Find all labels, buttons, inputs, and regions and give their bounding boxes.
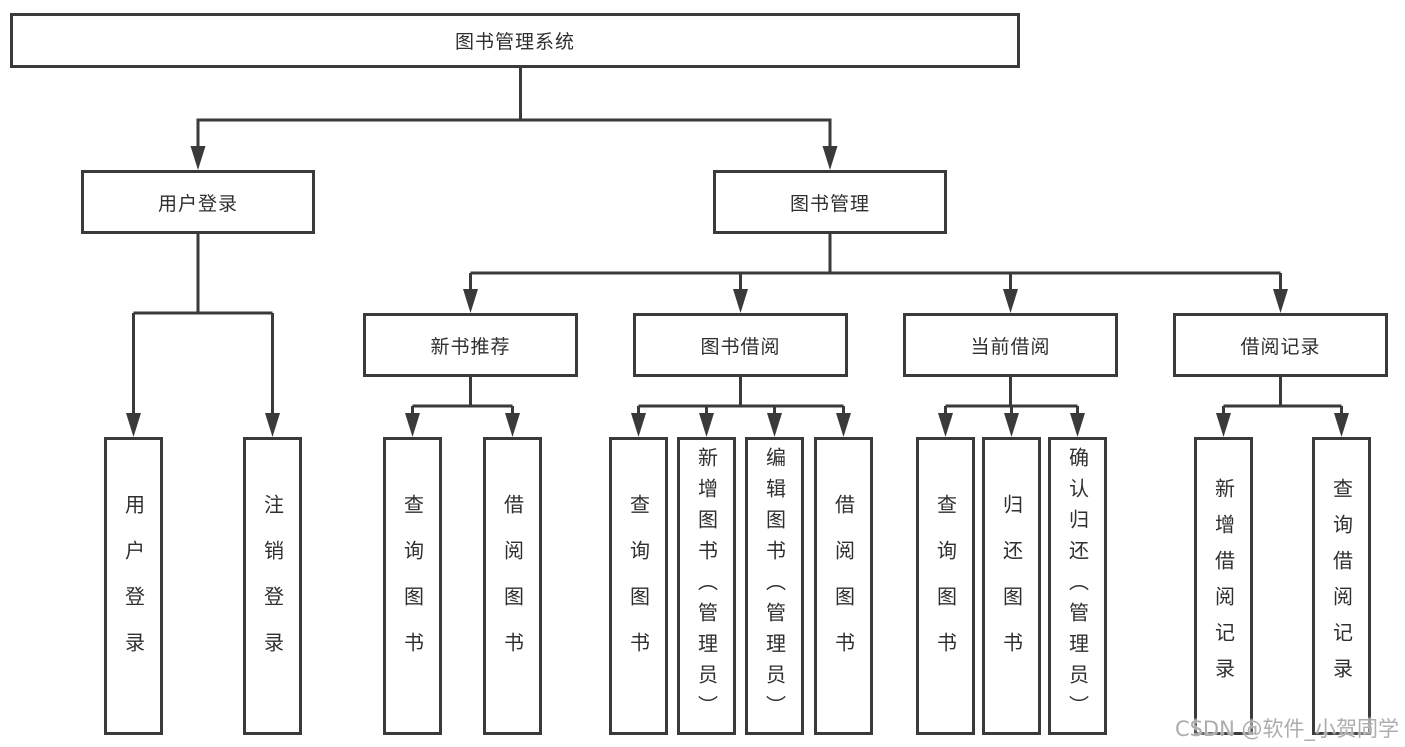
node-label: 图书管理系统 — [454, 31, 575, 53]
arrowhead-down-icon — [822, 146, 838, 170]
leaf-confirm-return-admin: 确认归还（管理员） — [1048, 437, 1107, 735]
leaf-user-login: 用户登录 — [104, 437, 163, 735]
node-label: 借阅图书 — [831, 494, 856, 678]
node-label: 图书借阅 — [700, 335, 781, 358]
arrowhead-down-icon — [733, 289, 748, 313]
leaf-query-books-recommend: 查询图书 — [383, 437, 442, 735]
csdn-watermark: CSDN @软件_小贺同学 — [1174, 717, 1399, 741]
arrowhead-down-icon — [631, 413, 646, 437]
arrowhead-down-icon — [126, 413, 141, 437]
node-label: 查询借阅记录 — [1329, 478, 1354, 694]
leaf-return-book: 归还图书 — [982, 437, 1041, 735]
node-book-borrowing: 图书借阅 — [633, 313, 848, 377]
arrowhead-down-icon — [265, 413, 280, 437]
node-label: 新增借阅记录 — [1211, 478, 1236, 694]
arrowhead-down-icon — [1216, 413, 1231, 437]
node-label: 新书推荐 — [430, 335, 511, 358]
node-borrowing-records: 借阅记录 — [1173, 313, 1388, 377]
node-library-management-system: 图书管理系统 — [10, 13, 1020, 68]
node-label: 确认归还（管理员） — [1065, 446, 1090, 726]
arrowhead-down-icon — [505, 413, 520, 437]
node-label: 注销登录 — [260, 494, 285, 678]
arrowhead-down-icon — [1004, 413, 1019, 437]
node-label: 查询图书 — [400, 494, 425, 678]
leaf-logout: 注销登录 — [243, 437, 302, 735]
node-new-book-recommendation: 新书推荐 — [363, 313, 578, 377]
node-label: 新增图书（管理员） — [694, 446, 719, 726]
node-label: 查询图书 — [626, 494, 651, 678]
node-label: 当前借阅 — [970, 335, 1051, 358]
arrowhead-down-icon — [405, 413, 420, 437]
leaf-borrow-books-borrowing: 借阅图书 — [814, 437, 873, 735]
node-label: 用户登录 — [157, 192, 238, 215]
node-book-management: 图书管理 — [713, 170, 947, 234]
node-label: 查询图书 — [933, 494, 958, 678]
arrowhead-down-icon — [938, 413, 953, 437]
leaf-edit-book-admin: 编辑图书（管理员） — [745, 437, 804, 735]
leaf-query-books-current: 查询图书 — [916, 437, 975, 735]
arrowhead-down-icon — [836, 413, 851, 437]
node-current-borrowing: 当前借阅 — [903, 313, 1118, 377]
arrowhead-down-icon — [1003, 289, 1018, 313]
node-label: 图书管理 — [789, 192, 870, 215]
leaf-borrow-books-recommend: 借阅图书 — [483, 437, 542, 735]
leaf-query-books-borrowing: 查询图书 — [609, 437, 668, 735]
arrowhead-down-icon — [1273, 289, 1288, 313]
leaf-add-borrow-record: 新增借阅记录 — [1194, 437, 1253, 735]
arrowhead-down-icon — [699, 413, 714, 437]
node-label: 编辑图书（管理员） — [762, 446, 787, 726]
arrowhead-down-icon — [190, 146, 206, 170]
node-user-login: 用户登录 — [81, 170, 315, 234]
node-label: 借阅记录 — [1240, 335, 1321, 358]
node-label: 借阅图书 — [500, 494, 525, 678]
leaf-query-borrow-record: 查询借阅记录 — [1312, 437, 1371, 735]
node-label: 归还图书 — [999, 494, 1024, 678]
arrowhead-down-icon — [1334, 413, 1349, 437]
arrowheads — [126, 146, 1349, 437]
arrowhead-down-icon — [463, 289, 478, 313]
arrowhead-down-icon — [767, 413, 782, 437]
leaf-add-book-admin: 新增图书（管理员） — [677, 437, 736, 735]
arrowhead-down-icon — [1070, 413, 1085, 437]
node-label: 用户登录 — [121, 494, 146, 678]
